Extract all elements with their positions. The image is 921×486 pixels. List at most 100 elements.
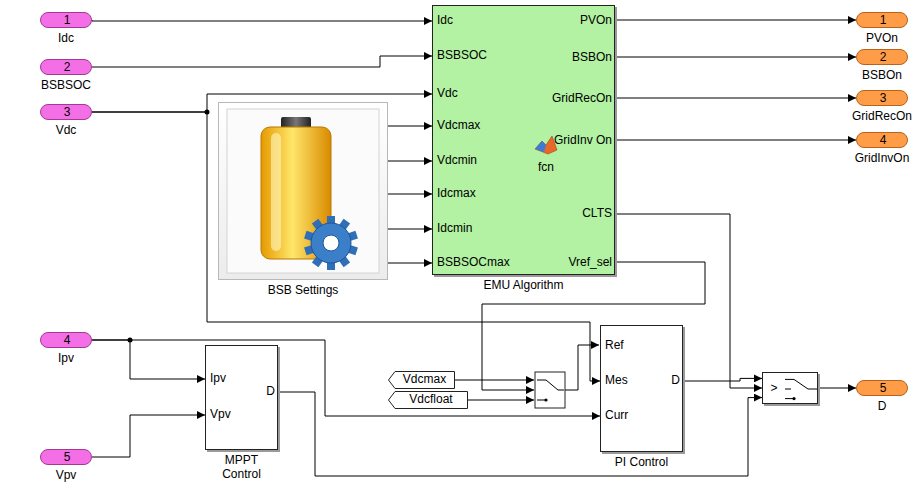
battery-shine bbox=[271, 133, 281, 251]
port-name: D bbox=[878, 400, 887, 414]
output-port-label: BSBOn bbox=[572, 51, 612, 65]
input-port-label: Idc bbox=[437, 14, 453, 28]
outport-block: 5D bbox=[856, 380, 908, 396]
tag-shape bbox=[389, 392, 468, 409]
signal-wire bbox=[455, 380, 534, 381]
switch-block bbox=[535, 372, 565, 408]
matlab-logo-side bbox=[535, 141, 546, 152]
port-name: GridInvOn bbox=[855, 152, 910, 166]
input-port-label: Vdcmin bbox=[437, 154, 477, 168]
input-port-label: Ipv bbox=[210, 372, 226, 386]
signal-wire bbox=[388, 161, 432, 162]
port-name: Ipv bbox=[58, 352, 74, 366]
battery-illustration bbox=[219, 103, 387, 279]
signal-wire bbox=[92, 20, 432, 21]
port-number: 5 bbox=[880, 382, 887, 396]
outport-block: 2BSBOn bbox=[856, 49, 908, 65]
settings-block: BSB Settings bbox=[218, 102, 388, 280]
port-number: 3 bbox=[880, 92, 887, 106]
subsystem-block: IpvVpvDMPPT Control bbox=[205, 345, 278, 450]
switch-block: > bbox=[762, 372, 818, 404]
port-name: GridRecOn bbox=[852, 110, 912, 124]
signal-wire bbox=[565, 345, 599, 390]
inport-block: 1Idc bbox=[40, 12, 92, 28]
block-title: PI Control bbox=[615, 456, 668, 470]
tag-name: Vdcfloat bbox=[409, 393, 452, 407]
switch-contact bbox=[792, 397, 795, 400]
output-port-label: D bbox=[266, 385, 275, 399]
signal-wire bbox=[388, 229, 432, 230]
port-name: BSBSOC bbox=[41, 79, 91, 93]
port-number: 2 bbox=[880, 51, 887, 65]
function-block: IdcBSBSOC VdcVdcmaxVdcminIdcmaxIdcminBSBS… bbox=[432, 5, 615, 275]
signal-wire bbox=[92, 340, 600, 416]
port-number: 1 bbox=[880, 14, 887, 28]
switch-contact bbox=[544, 398, 547, 401]
image-frame bbox=[227, 109, 379, 273]
input-port-label: Curr bbox=[605, 409, 628, 423]
matlab-logo bbox=[535, 136, 557, 154]
from-tag: Vdcmax bbox=[388, 371, 455, 389]
signal-wire bbox=[818, 388, 856, 389]
output-port-label: CLTS bbox=[582, 207, 612, 221]
signal-wire bbox=[92, 415, 205, 457]
outport-block: 3GridRecOn bbox=[856, 90, 908, 106]
port-name: Vpv bbox=[56, 469, 77, 483]
output-port-label: GridRecOn bbox=[552, 92, 612, 106]
signal-wire bbox=[92, 340, 205, 379]
function-name: fcn bbox=[538, 161, 554, 175]
inport-block: 2BSBSOC bbox=[40, 59, 92, 75]
output-port-label: Vref_sel bbox=[568, 256, 612, 270]
gear-icon bbox=[304, 216, 358, 270]
input-port-label: Vdcmax bbox=[437, 119, 480, 133]
port-number: 3 bbox=[64, 106, 71, 120]
signal-wire bbox=[388, 263, 432, 264]
from-tag: Vdcfloat bbox=[388, 391, 468, 409]
signal-wire bbox=[388, 126, 432, 127]
signal-wire bbox=[468, 400, 534, 401]
output-port-label: PVOn bbox=[580, 14, 612, 28]
block-title: MPPT Control bbox=[214, 454, 270, 482]
port-number: 4 bbox=[880, 134, 887, 148]
port-number: 5 bbox=[64, 451, 71, 465]
input-port-label: BSBSOCmax bbox=[437, 256, 510, 270]
port-name: PVOn bbox=[866, 32, 898, 46]
tag-shape bbox=[389, 372, 455, 389]
signal-wire bbox=[388, 194, 432, 195]
port-number: 1 bbox=[64, 14, 71, 28]
signal-wire bbox=[615, 20, 856, 21]
input-port-label: Vdc bbox=[437, 87, 458, 101]
switch-outline bbox=[535, 372, 565, 408]
signal-wire bbox=[615, 140, 856, 141]
signal-wire bbox=[278, 392, 762, 476]
subsystem-block: RefMesCurrDPI Control bbox=[600, 325, 683, 452]
block-title: EMU Algorithm bbox=[483, 279, 563, 293]
inport-block: 5Vpv bbox=[40, 449, 92, 465]
signal-wire bbox=[92, 56, 432, 67]
output-port-label: GridInv On bbox=[554, 134, 612, 148]
threshold-symbol: > bbox=[770, 382, 777, 396]
outport-block: 1PVOn bbox=[856, 12, 908, 28]
input-port-label: Idcmin bbox=[437, 222, 472, 236]
output-port-label: D bbox=[671, 374, 680, 388]
inport-block: 4Ipv bbox=[40, 332, 92, 348]
block-title: BSB Settings bbox=[268, 284, 339, 298]
input-port-label: BSBSOC bbox=[437, 49, 487, 63]
input-port-label: Idcmax bbox=[437, 187, 476, 201]
inport-block: 3Vdc bbox=[40, 104, 92, 120]
switch-symbol bbox=[537, 380, 564, 400]
signal-wire bbox=[683, 378, 762, 381]
outport-block: 4GridInvOn bbox=[856, 132, 908, 148]
input-port-label: Ref bbox=[605, 339, 624, 353]
port-number: 2 bbox=[64, 61, 71, 75]
signal-wire bbox=[615, 57, 856, 58]
port-name: BSBOn bbox=[862, 69, 902, 83]
switch-contacts bbox=[785, 379, 817, 398]
tag-name: Vdcmax bbox=[403, 373, 446, 387]
port-number: 4 bbox=[64, 334, 71, 348]
input-port-label: Vpv bbox=[210, 408, 231, 422]
port-name: Idc bbox=[58, 32, 74, 46]
input-port-label: Mes bbox=[605, 374, 628, 388]
port-name: Vdc bbox=[56, 124, 77, 138]
